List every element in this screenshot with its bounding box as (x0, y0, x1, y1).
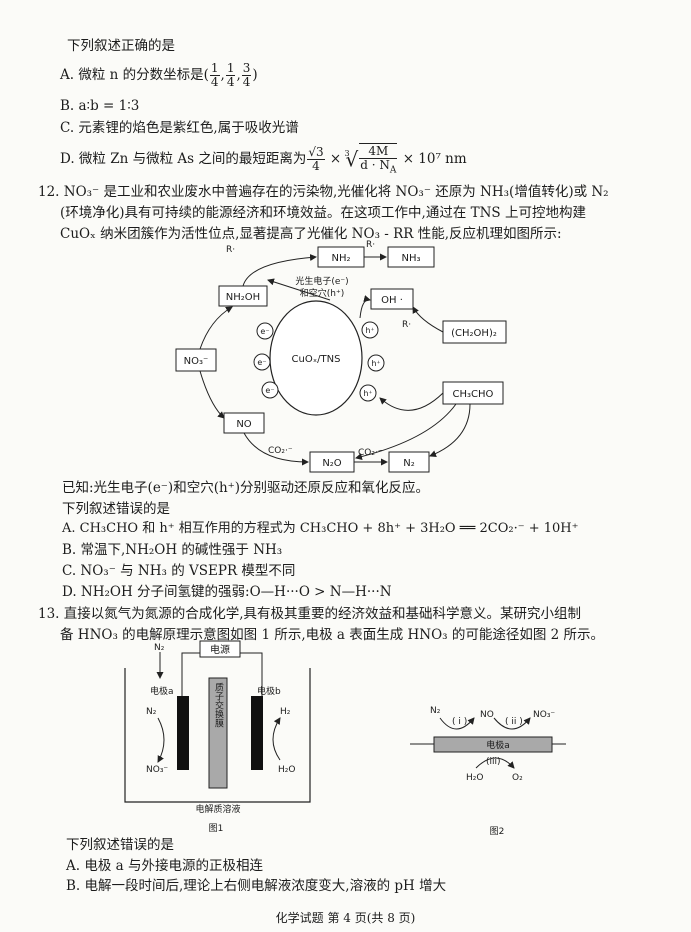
pair-label-2: 和空穴(h⁺) (300, 287, 344, 299)
q12-intro-line-2: (环境净化)具有可持续的能源经济和环境效益。在这项工作中,通过在 TNS 上可控… (60, 205, 586, 221)
fig2-step-iii: (iii) (486, 757, 501, 767)
nh3-label: NH₃ (401, 253, 420, 264)
electrode-a (177, 696, 189, 770)
q13-intro-line-2: 备 HNO₃ 的电解原理示意图如图 1 所示,电极 a 表面生成 HNO₃ 的可… (60, 627, 605, 643)
no-label: NO (236, 419, 251, 430)
n2-label: N₂ (403, 458, 415, 469)
radical-1: R· (226, 245, 235, 255)
fig2-no: NO (480, 710, 494, 720)
fig1-h2o: H₂O (278, 765, 295, 775)
q11-option-c: C. 元素锂的焰色是紫红色,属于吸收光谱 (60, 120, 299, 136)
fig1-caption: 图1 (209, 823, 224, 834)
q11-option-d-text: D. 微粒 Zn 与微粒 As 之间的最短距离为 (60, 151, 307, 167)
ch3cho-label: CH₃CHO (453, 389, 494, 400)
catalyst-circle (269, 300, 363, 416)
q12-stem: 下列叙述错误的是 (62, 501, 170, 517)
q11-option-a-text: A. 微粒 n 的分数坐标是 (60, 67, 204, 83)
no3-label: NO₃⁻ (184, 356, 209, 367)
root-index: 3 (344, 149, 350, 159)
q13-option-a: A. 电极 a 与外接电源的正极相连 (66, 858, 263, 874)
fig1-h2: H₂ (280, 707, 291, 717)
fig1-no3: NO₃⁻ (146, 765, 168, 775)
hole-1: h⁺ (365, 326, 374, 335)
hole-2: h⁺ (371, 359, 380, 368)
fig1-tank (124, 668, 311, 803)
root-numerator: 4M (359, 144, 398, 159)
q13-option-b: B. 电解一段时间后,理论上右侧电解液浓度变大,溶液的 pH 增大 (66, 878, 447, 894)
fig2-step-i: ( i ) (452, 717, 467, 727)
fig2-electrode-label: 电极a (486, 739, 510, 751)
q13-intro-line-1: 13. 直接以氮气为氮源的合成化学,具有极其重要的经济效益和基础科学意义。某研究… (38, 606, 582, 622)
electrode-b-label: 电极b (257, 685, 281, 697)
q12-intro-line-3: CuOₓ 纳米团簇作为活性位点,显著提高了光催化 NO₃ - RR 性能,反应机… (60, 226, 562, 242)
nh3-box (387, 246, 435, 268)
electron-3: e⁻ (265, 386, 274, 395)
q12-intro-line-1: 12. NO₃⁻ 是工业和农业废水中普遍存在的污染物,光催化将 NO₃⁻ 还原为… (38, 184, 609, 200)
q12-option-a: A. CH₃CHO 和 h⁺ 相互作用的方程式为 CH₃CHO + 8h⁺ + … (62, 521, 579, 536)
fig2-no3: NO₃⁻ (533, 710, 555, 720)
n2o-label: N₂O (322, 458, 341, 469)
electron-2: e⁻ (257, 358, 266, 367)
power-label: 电源 (210, 643, 230, 656)
q12-option-b: B. 常温下,NH₂OH 的碱性强于 NH₃ (62, 542, 283, 558)
nh2oh-label: NH₂OH (226, 292, 260, 303)
q11-stem: 下列叙述正确的是 (67, 38, 175, 54)
fig2-h2o: H₂O (466, 773, 483, 783)
q11-option-d-suffix: × 10⁷ nm (402, 151, 467, 167)
co2-radical-2: CO₂·⁻ (358, 448, 383, 458)
n2-box (388, 451, 430, 473)
fig2-caption: 图2 (490, 826, 505, 837)
q13-stem: 下列叙述错误的是 (66, 837, 174, 853)
page-footer: 化学试题 第 4 页(共 8 页) (275, 911, 416, 925)
radical-2: R· (366, 240, 375, 250)
fig1-solution: 电解质溶液 (195, 803, 240, 815)
electron-1: e⁻ (260, 327, 269, 336)
membrane-label: 质子交换膜 (213, 681, 224, 728)
catalyst-label: CuOₓ/TNS (292, 354, 341, 365)
fig2-electrode (433, 736, 553, 753)
ch2oh2-label: (CH₂OH)₂ (451, 328, 497, 339)
hole-3: h⁺ (363, 389, 372, 398)
pair-label-1: 光生电子(e⁻) (295, 275, 348, 287)
q12-option-d: D. NH₂OH 分子间氢键的强弱:O—H···O > N—H···N (62, 584, 392, 600)
power-box (199, 640, 241, 658)
oh-label: OH · (381, 295, 403, 306)
fig2-o2: O₂ (512, 773, 523, 783)
nh2-label: NH₂ (331, 253, 350, 264)
membrane (208, 677, 228, 789)
fig1-n2-in: N₂ (154, 643, 165, 653)
q12-option-c: C. NO₃⁻ 与 NH₃ 的 VSEPR 模型不同 (62, 563, 296, 579)
oh-box (370, 288, 414, 310)
fig2-n2: N₂ (430, 706, 441, 716)
electrode-a-label: 电极a (150, 685, 174, 697)
co2-radical-1: CO₂·⁻ (268, 446, 293, 456)
q11-option-b: B. a∶b = 1∶3 (60, 98, 140, 114)
no3-box (175, 348, 217, 372)
q12-known: 已知:光生电子(e⁻)和空穴(h⁺)分别驱动还原反应和氧化反应。 (62, 480, 430, 496)
radical-3: R· (402, 320, 411, 330)
fig2-step-ii: ( ii ) (505, 717, 523, 727)
electrode-b (251, 696, 263, 770)
fig1-n2: N₂ (146, 707, 157, 717)
root-denominator: d · N (360, 157, 390, 172)
